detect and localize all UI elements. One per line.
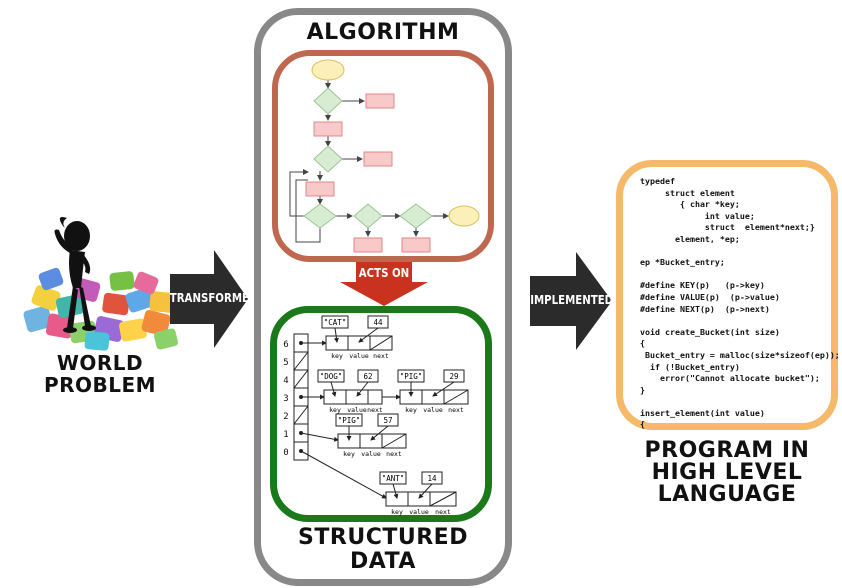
code-line: typedef: [640, 176, 675, 186]
program-line-2: HIGH LEVEL: [651, 460, 803, 485]
acts-on-arrow-label: ACTS ON: [358, 266, 410, 280]
code-line: error("Cannot allocate bucket");: [640, 373, 820, 384]
code-line: #define KEY(p) (p->key): [640, 280, 765, 291]
node-ant-value: 14: [427, 474, 437, 483]
program-label: PROGRAM IN HIGH LEVEL LANGUAGE: [612, 440, 842, 506]
node-cat-key-label: key: [331, 352, 343, 360]
code-line: int value;: [640, 210, 755, 221]
node-pig-2-key: "PIG": [338, 416, 361, 425]
transformed-arrow: [170, 250, 248, 348]
node-pig-2-key-label: key: [343, 450, 355, 458]
code-line: struct element*next;}: [640, 222, 815, 233]
node-pig-1-next-label: next: [448, 406, 464, 414]
slot-label-1: 1: [283, 430, 288, 440]
node-pig-1: "PIG" 29 key value next: [397, 369, 469, 414]
code-line: { char *key;: [640, 199, 740, 210]
flow-process-5: [353, 237, 383, 253]
node-cat: "CAT" 44 key value next: [321, 315, 393, 360]
slot-label-6: 6: [283, 340, 288, 350]
node-pig-2: "PIG" 57 key value next: [335, 413, 407, 458]
slot-label-4: 4: [283, 376, 288, 386]
code-line: if (!Bucket_entry): [640, 361, 740, 372]
code-line: [640, 246, 840, 258]
code-line: [640, 269, 840, 281]
node-pig-2-value: 57: [383, 416, 392, 425]
program-panel: [616, 160, 838, 430]
world-problem-illustration: [23, 217, 179, 351]
implemented-arrow: [530, 252, 612, 350]
code-line: {: [640, 338, 645, 349]
flow-decision-3: [303, 203, 337, 229]
node-pig-2-next-label: next: [386, 450, 402, 458]
flow-process-1: [365, 93, 395, 109]
code-line: #define VALUE(p) (p->value): [640, 291, 780, 302]
flow-process-4: [305, 181, 335, 197]
node-cat-key: "CAT": [324, 318, 347, 327]
code-line: ep *Bucket_entry;: [640, 257, 725, 268]
code-line: struct element: [640, 187, 735, 198]
code-line: {: [640, 419, 645, 430]
code-line: element, *ep;: [640, 233, 740, 244]
world-problem-line-2: PROBLEM: [43, 373, 157, 397]
node-pig-1-key: "PIG": [400, 372, 423, 381]
flow-process-3: [363, 151, 393, 167]
node-pig-1-value-label: value: [423, 406, 443, 414]
puzzle-pieces-icon: [23, 267, 179, 351]
hash-table-diagram: 6 5 4 3 2 1 0 "CAT" 44 key value next: [283, 315, 469, 516]
node-dog-value: 62: [363, 372, 372, 381]
structured-data-line-1: STRUCTURED: [298, 525, 468, 550]
world-problem-label: WORLD PROBLEM: [10, 352, 190, 396]
algorithm-label: ALGORITHM: [306, 20, 460, 45]
node-dog-key: "DOG": [320, 372, 343, 381]
flow-end-oval: [448, 205, 480, 227]
program-line-1: PROGRAM IN: [644, 438, 810, 463]
code-line: [640, 315, 840, 327]
node-ant: "ANT" 14 key value next: [379, 471, 457, 516]
algorithm-flowchart: [289, 59, 480, 253]
acts-on-arrow: [340, 262, 428, 306]
flow-decision-4: [353, 203, 383, 229]
node-pig-1-value: 29: [449, 372, 458, 381]
slot-label-5: 5: [283, 358, 288, 368]
flow-process-2: [313, 121, 343, 137]
node-ant-key: "ANT": [382, 474, 405, 483]
program-line-3: LANGUAGE: [657, 482, 797, 507]
node-dog: "DOG" 62 key value next: [317, 369, 383, 414]
code-line: #define NEXT(p) (p->next): [640, 303, 770, 314]
transformed-arrow-label: TRANSFORMED: [169, 291, 258, 305]
flow-start-oval: [311, 59, 345, 81]
flow-decision-1: [313, 87, 343, 115]
code-line: Bucket_entry = malloc(size*sizeof(ep));: [640, 349, 840, 360]
node-ant-next-label: next: [435, 508, 451, 516]
slot-label-0: 0: [283, 448, 288, 458]
code-line: void create_Bucket(int size): [640, 326, 780, 337]
slot-label-3: 3: [283, 394, 288, 404]
node-cat-next-label: next: [373, 352, 389, 360]
world-problem-line-1: WORLD: [56, 351, 144, 375]
code-listing: typedef struct element { char *key; int …: [640, 176, 840, 431]
node-pig-1-key-label: key: [405, 406, 417, 414]
code-line: }: [640, 384, 645, 395]
flow-decision-5: [399, 203, 433, 229]
flow-decision-2: [313, 145, 343, 173]
code-line: insert_element(int value): [640, 407, 765, 418]
node-cat-value: 44: [373, 318, 383, 327]
implemented-arrow-label: IMPLEMENTED: [530, 293, 614, 307]
node-ant-key-label: key: [391, 508, 403, 516]
node-dog-next-label: next: [367, 406, 383, 414]
node-pig-2-value-label: value: [361, 450, 381, 458]
structured-data-label: STRUCTURED DATA: [254, 526, 512, 574]
flow-process-6: [401, 237, 431, 253]
slot-label-2: 2: [283, 412, 288, 422]
structured-data-line-2: DATA: [350, 549, 416, 574]
node-cat-value-label: value: [349, 352, 369, 360]
code-line: [640, 396, 840, 408]
node-dog-value-label: value: [347, 406, 367, 414]
node-dog-key-label: key: [329, 406, 341, 414]
thinking-person-icon: [54, 217, 96, 333]
node-ant-value-label: value: [409, 508, 429, 516]
